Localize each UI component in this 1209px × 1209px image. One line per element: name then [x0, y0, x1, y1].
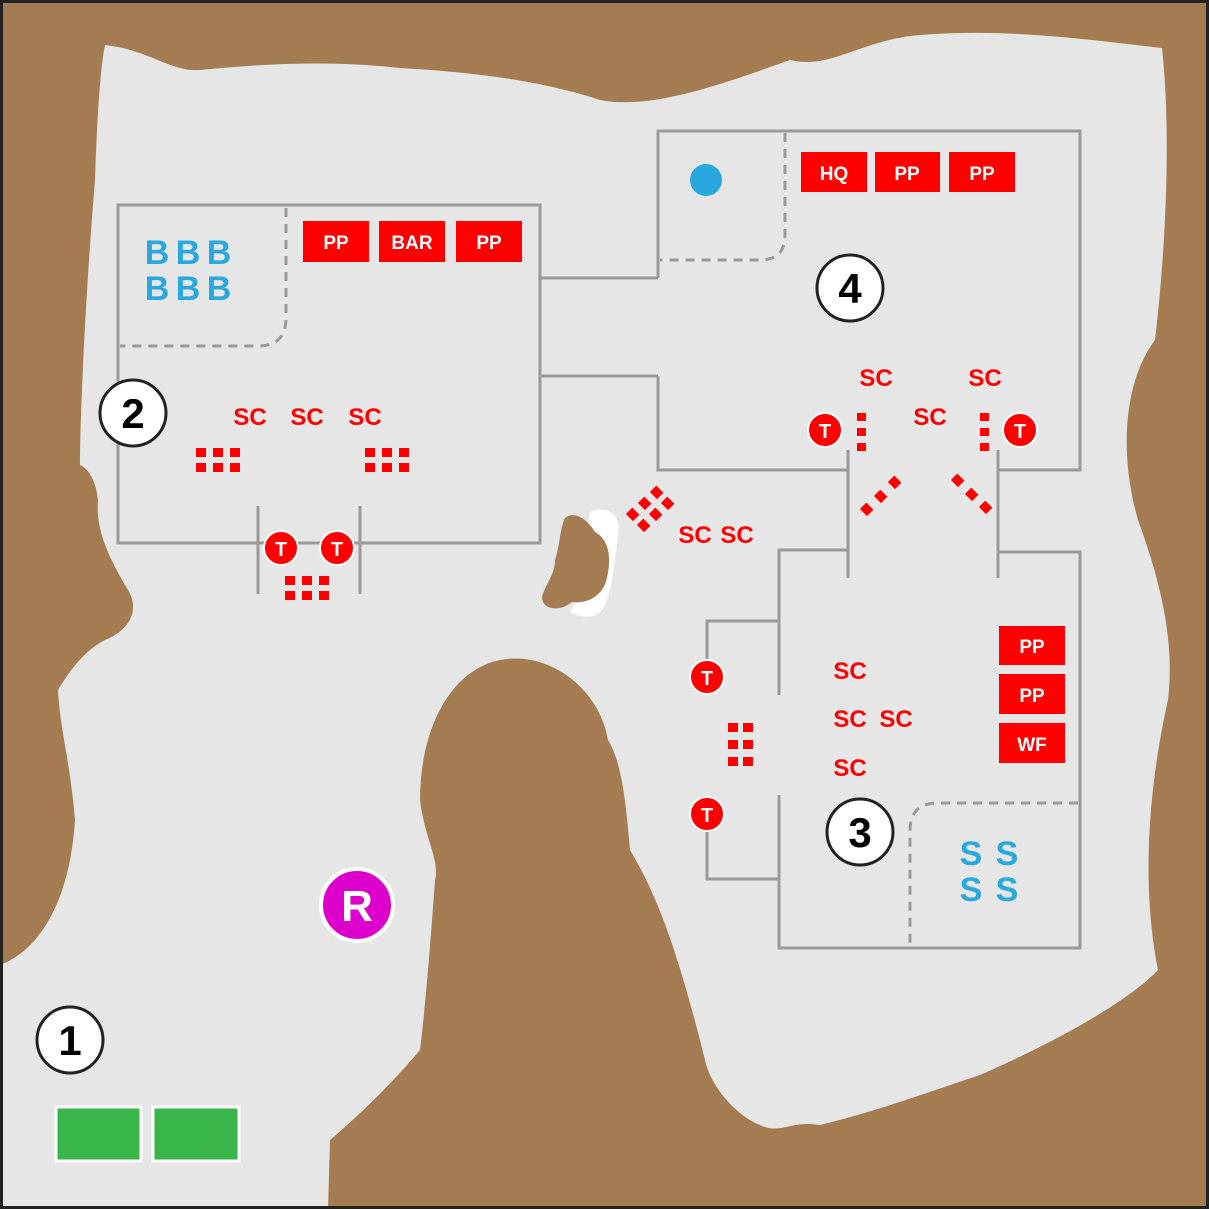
start-pad-2: [151, 1105, 241, 1163]
building-hq: HQ: [801, 152, 867, 192]
barrier-cluster: [285, 576, 329, 600]
building-pp-5: PP: [999, 626, 1065, 665]
base4-dashed-area: [660, 133, 787, 262]
building-pp-4: PP: [949, 152, 1015, 192]
svg-text:PP: PP: [1019, 686, 1045, 707]
zone-badge-4: 4: [815, 253, 885, 323]
base4-walls: [656, 129, 1082, 578]
s-unit: S: [996, 871, 1019, 909]
turret-5: T: [689, 659, 725, 695]
rock-outcrop: [542, 515, 610, 609]
s-unit: S: [960, 835, 983, 873]
barrier-cluster: [728, 723, 753, 766]
svg-text:3: 3: [848, 809, 871, 856]
svg-text:PP: PP: [323, 233, 349, 254]
turret-1: T: [263, 530, 299, 566]
svg-text:T: T: [701, 805, 713, 827]
sc-unit: SC: [968, 365, 1001, 392]
svg-text:HQ: HQ: [820, 164, 849, 185]
ground-area: [0, 32, 1170, 1209]
svg-text:WF: WF: [1017, 735, 1047, 756]
s-units: S S S S: [960, 835, 1019, 909]
zone-badge-3: 3: [825, 797, 895, 867]
svg-text:1: 1: [58, 1017, 81, 1064]
building-pp-3: PP: [875, 152, 940, 192]
resource-marker: R: [319, 867, 395, 943]
svg-text:T: T: [275, 539, 287, 561]
barrier-cluster: [950, 473, 993, 515]
svg-text:BAR: BAR: [391, 233, 432, 254]
objective-marker: [690, 164, 722, 196]
barrier-blocks: [196, 413, 993, 766]
barrier-cluster: [859, 475, 902, 517]
barrier-cluster: [980, 413, 989, 451]
base3-dashed-area: [908, 801, 1078, 946]
sc-unit: SC: [879, 706, 912, 733]
b-unit: B: [176, 270, 201, 308]
barrier-cluster: [196, 448, 240, 472]
svg-text:T: T: [819, 421, 831, 443]
b-unit: B: [207, 234, 232, 272]
b-unit: B: [145, 270, 170, 308]
building-bar: BAR: [379, 221, 445, 262]
b-units: B B B B B B: [145, 234, 232, 308]
svg-text:T: T: [701, 668, 713, 690]
turret-6: T: [689, 796, 725, 832]
s-unit: S: [996, 835, 1019, 873]
sc-unit: SC: [833, 658, 866, 685]
building-pp-6: PP: [999, 674, 1065, 714]
barrier-cluster: [625, 485, 675, 533]
zone-badge-1: 1: [35, 1005, 105, 1075]
svg-text:PP: PP: [476, 233, 502, 254]
turret-3: T: [807, 412, 843, 448]
svg-text:PP: PP: [969, 164, 995, 185]
svg-text:R: R: [341, 882, 373, 931]
sc-unit: SC: [833, 755, 866, 782]
sc-unit: SC: [833, 706, 866, 733]
svg-text:4: 4: [838, 265, 862, 312]
svg-text:T: T: [1014, 421, 1026, 443]
building-wf: WF: [999, 723, 1065, 763]
sc-unit: SC: [678, 522, 711, 549]
sc-units: SC SC SC SC SC SC SC SC SC SC SC SC: [233, 365, 1001, 782]
building-pp-1: PP: [303, 221, 369, 262]
b-unit: B: [176, 234, 201, 272]
barrier-cluster: [365, 448, 409, 472]
sc-unit: SC: [859, 365, 892, 392]
base2-dashed-area: [120, 208, 288, 348]
start-pad-1: [54, 1105, 143, 1163]
sc-unit: SC: [348, 404, 381, 431]
sc-unit: SC: [720, 522, 753, 549]
barrier-cluster: [857, 413, 866, 451]
turret-2: T: [319, 530, 355, 566]
svg-text:PP: PP: [894, 164, 920, 185]
b-unit: B: [145, 234, 170, 272]
sc-unit: SC: [290, 404, 323, 431]
svg-text:T: T: [331, 539, 343, 561]
building-pp-2: PP: [456, 221, 522, 262]
zone-badge-2: 2: [98, 378, 168, 448]
b-unit: B: [207, 270, 232, 308]
svg-text:2: 2: [121, 390, 144, 437]
svg-text:PP: PP: [1019, 637, 1045, 658]
s-unit: S: [960, 871, 983, 909]
turret-4: T: [1002, 412, 1038, 448]
base3-walls: [705, 548, 1082, 950]
sc-unit: SC: [913, 404, 946, 431]
sc-unit: SC: [233, 404, 266, 431]
